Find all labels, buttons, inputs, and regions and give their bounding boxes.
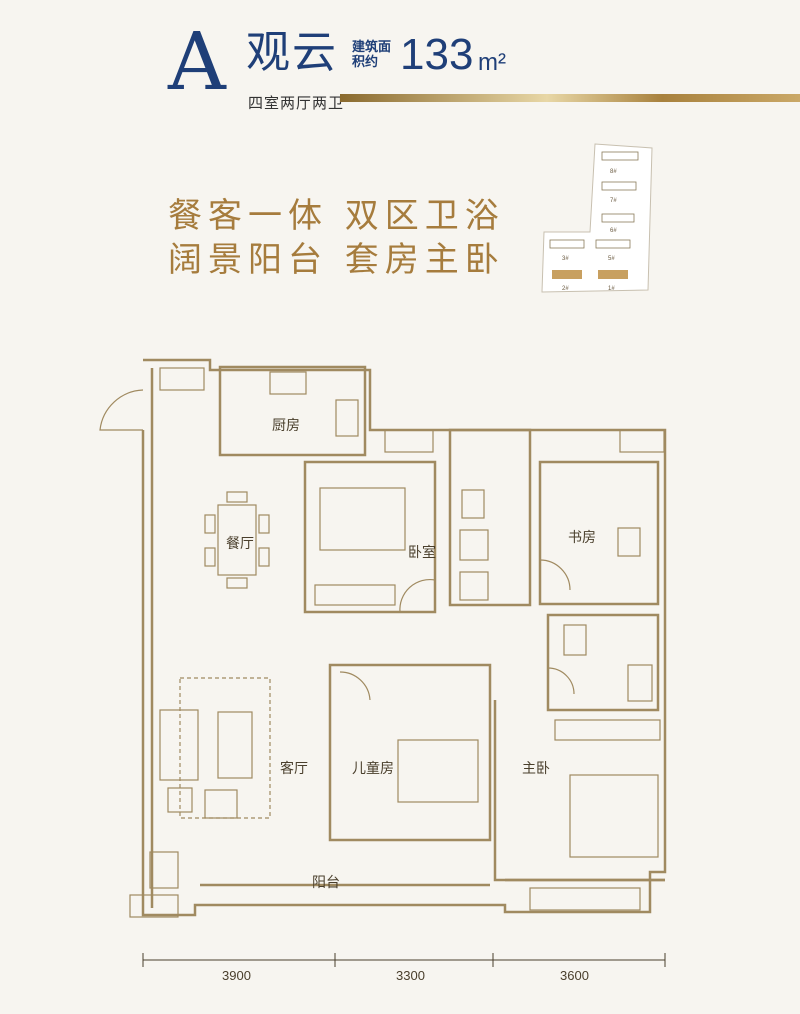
site-key-plan: 8# 7# 6# 3# 5# 2# 1# [541,143,653,293]
doors [99,389,575,701]
site-label-5: 5# [608,256,615,262]
walls [141,358,667,917]
site-label-2: 2# [562,286,569,292]
area-value: 133 [400,30,474,79]
room-living: 客厅 [280,760,308,777]
dimension-3: 3600 [560,968,589,983]
tagline-1: 餐客一体 双区卫浴 [168,196,505,236]
unit-name: 观云 [246,27,338,78]
dimension-2: 3300 [396,968,425,983]
room-study: 书房 [568,530,596,546]
site-label-6: 6# [610,228,617,234]
layout-label: 四室两厅两卫 [248,94,345,112]
room-balcony: 阳台 [312,875,340,891]
area-label: 建筑面积约 [352,40,392,70]
room-master: 主卧 [522,761,550,777]
tagline-2: 阔景阳台 套房主卧 [168,240,505,280]
room-dining: 餐厅 [226,536,254,552]
site-label-8: 8# [610,169,617,175]
site-label-7: 7# [610,198,617,204]
area-unit: m² [478,49,506,76]
dimension-1: 3900 [222,968,251,983]
furniture [129,367,665,918]
site-label-1: 1# [608,286,615,292]
gold-divider [340,94,800,102]
room-bedroom: 卧室 [408,544,436,561]
site-label-3: 3# [562,256,569,262]
unit-letter: A [168,15,226,108]
dimension-line [142,953,666,967]
room-kids: 儿童房 [352,760,394,777]
room-kitchen: 厨房 [272,418,300,434]
